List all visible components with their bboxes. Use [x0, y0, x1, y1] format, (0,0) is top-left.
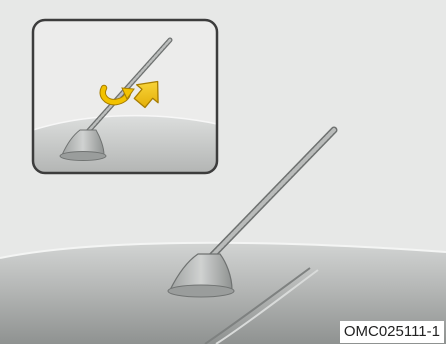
inset-detail [33, 20, 217, 173]
figure-code-label: OMC025111-1 [340, 321, 444, 343]
